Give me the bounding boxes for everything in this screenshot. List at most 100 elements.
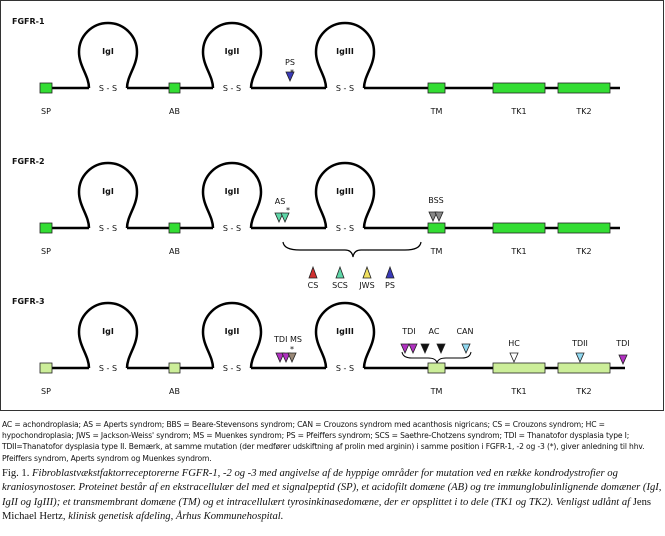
- mutation-region-brace: [282, 241, 422, 258]
- domain-tk2: [557, 362, 611, 374]
- marker-scs: [335, 265, 345, 279]
- marker-label: SCS: [332, 281, 348, 290]
- domain-label-sp: SP: [41, 107, 51, 116]
- domain-tk2: [557, 82, 611, 94]
- marker-hc: [509, 352, 519, 363]
- ig-loop: [201, 161, 263, 229]
- marker-tdi: [408, 343, 418, 354]
- caption-author: Jens Michael Hertz,: [2, 496, 652, 523]
- ig-loop-label: IgII: [225, 47, 240, 56]
- marker-label: BSS: [428, 196, 444, 205]
- ig-loop-label: IgI: [102, 47, 114, 56]
- figure-number: Fig. 1.: [2, 468, 30, 479]
- marker-jws: [362, 265, 372, 279]
- disulfide-bond-label: S - S: [223, 364, 241, 373]
- marker-tdi-ms: [287, 352, 297, 363]
- disulfide-bond-label: S - S: [99, 84, 117, 93]
- marker-ps: [385, 265, 395, 279]
- domain-label-tk2: TK2: [575, 387, 591, 396]
- marker-can: [461, 343, 471, 354]
- disulfide-bond-label: S - S: [336, 84, 354, 93]
- marker-as: [274, 212, 284, 223]
- disulfide-bond-label: S - S: [223, 84, 241, 93]
- ig-loop-label: IgII: [225, 327, 240, 336]
- abbreviation-legend: AC = achondroplasia; AS = Aperts syndrom…: [2, 420, 645, 463]
- domain-sp: [39, 362, 53, 374]
- marker-ac: [436, 343, 446, 354]
- figure-caption: Fig. 1. Fibroblastvækstfaktorreceptorern…: [2, 467, 664, 525]
- mutation-star: *: [290, 68, 294, 77]
- ig-loop: [77, 161, 139, 229]
- ig-loop-label: IgIII: [336, 47, 354, 56]
- marker-as: [280, 212, 290, 223]
- ig-loop-label: IgI: [102, 327, 114, 336]
- disulfide-bond-label: S - S: [336, 364, 354, 373]
- marker-label: TDI: [401, 327, 415, 336]
- domain-label-tk1: TK1: [510, 107, 526, 116]
- domain-tk1: [492, 362, 546, 374]
- disulfide-bond-label: S - S: [223, 224, 241, 233]
- domain-tk1: [492, 82, 546, 94]
- domain-label-tm: TM: [430, 107, 443, 116]
- domain-tk1: [492, 222, 546, 234]
- domain-tm: [427, 222, 446, 234]
- marker-bss: [428, 211, 438, 222]
- ig-loop: [201, 301, 263, 369]
- disulfide-bond-label: S - S: [336, 224, 354, 233]
- domain-label-ab: AB: [169, 247, 180, 256]
- caption-affiliation: klinisk genetisk afdeling, Århus Kommune…: [68, 511, 284, 523]
- domain-label-sp: SP: [41, 387, 51, 396]
- marker-label: TDI MS: [273, 335, 302, 344]
- mutation-star: *: [286, 206, 290, 215]
- marker-label: AS: [275, 197, 286, 206]
- marker-label: JWS: [358, 281, 374, 290]
- domain-ab: [168, 362, 181, 374]
- ig-loop-label: IgIII: [336, 327, 354, 336]
- marker-label: HC: [508, 339, 520, 348]
- marker-tdi: [618, 354, 628, 365]
- marker-label: CS: [308, 281, 319, 290]
- domain-label-ab: AB: [169, 387, 180, 396]
- ig-loop: [314, 161, 376, 229]
- domain-sp: [39, 82, 53, 94]
- marker-label: PS: [385, 281, 395, 290]
- caption-text: Fibroblastvækstfaktorreceptorerne FGFR-1…: [2, 468, 662, 508]
- domain-sp: [39, 222, 53, 234]
- ig-loop: [77, 301, 139, 369]
- marker-tdii: [575, 352, 585, 363]
- domain-label-ab: AB: [169, 107, 180, 116]
- domain-ab: [168, 82, 181, 94]
- marker-ps: [285, 71, 295, 82]
- ig-loop: [314, 301, 376, 369]
- domain-label-tk1: TK1: [510, 247, 526, 256]
- domain-label-tm: TM: [430, 247, 443, 256]
- marker-cs: [308, 265, 318, 279]
- marker-tdi-ms: [275, 352, 285, 363]
- ig-loop-label: IgII: [225, 187, 240, 196]
- marker-label: TDI: [615, 339, 629, 348]
- domain-label-tk2: TK2: [575, 107, 591, 116]
- domain-tm: [427, 362, 446, 374]
- domain-tm: [427, 82, 446, 94]
- domain-label-sp: SP: [41, 247, 51, 256]
- marker-tdi-ms: [281, 352, 291, 363]
- ig-loop: [314, 21, 376, 89]
- marker-tdi: [400, 343, 410, 354]
- diagram-frame: [0, 0, 664, 411]
- row-title: FGFR-3: [12, 297, 45, 306]
- row-title: FGFR-1: [12, 17, 45, 26]
- domain-label-tk1: TK1: [510, 387, 526, 396]
- ig-loop: [201, 21, 263, 89]
- ig-loop-label: IgI: [102, 187, 114, 196]
- marker-label: CAN: [456, 327, 473, 336]
- mutation-star: *: [290, 345, 294, 354]
- marker-label: TDII: [571, 339, 588, 348]
- marker-label: AC: [429, 327, 440, 336]
- disulfide-bond-label: S - S: [99, 224, 117, 233]
- marker-bss: [434, 211, 444, 222]
- domain-ab: [168, 222, 181, 234]
- domain-label-tm: TM: [430, 387, 443, 396]
- marker-ac: [420, 343, 430, 354]
